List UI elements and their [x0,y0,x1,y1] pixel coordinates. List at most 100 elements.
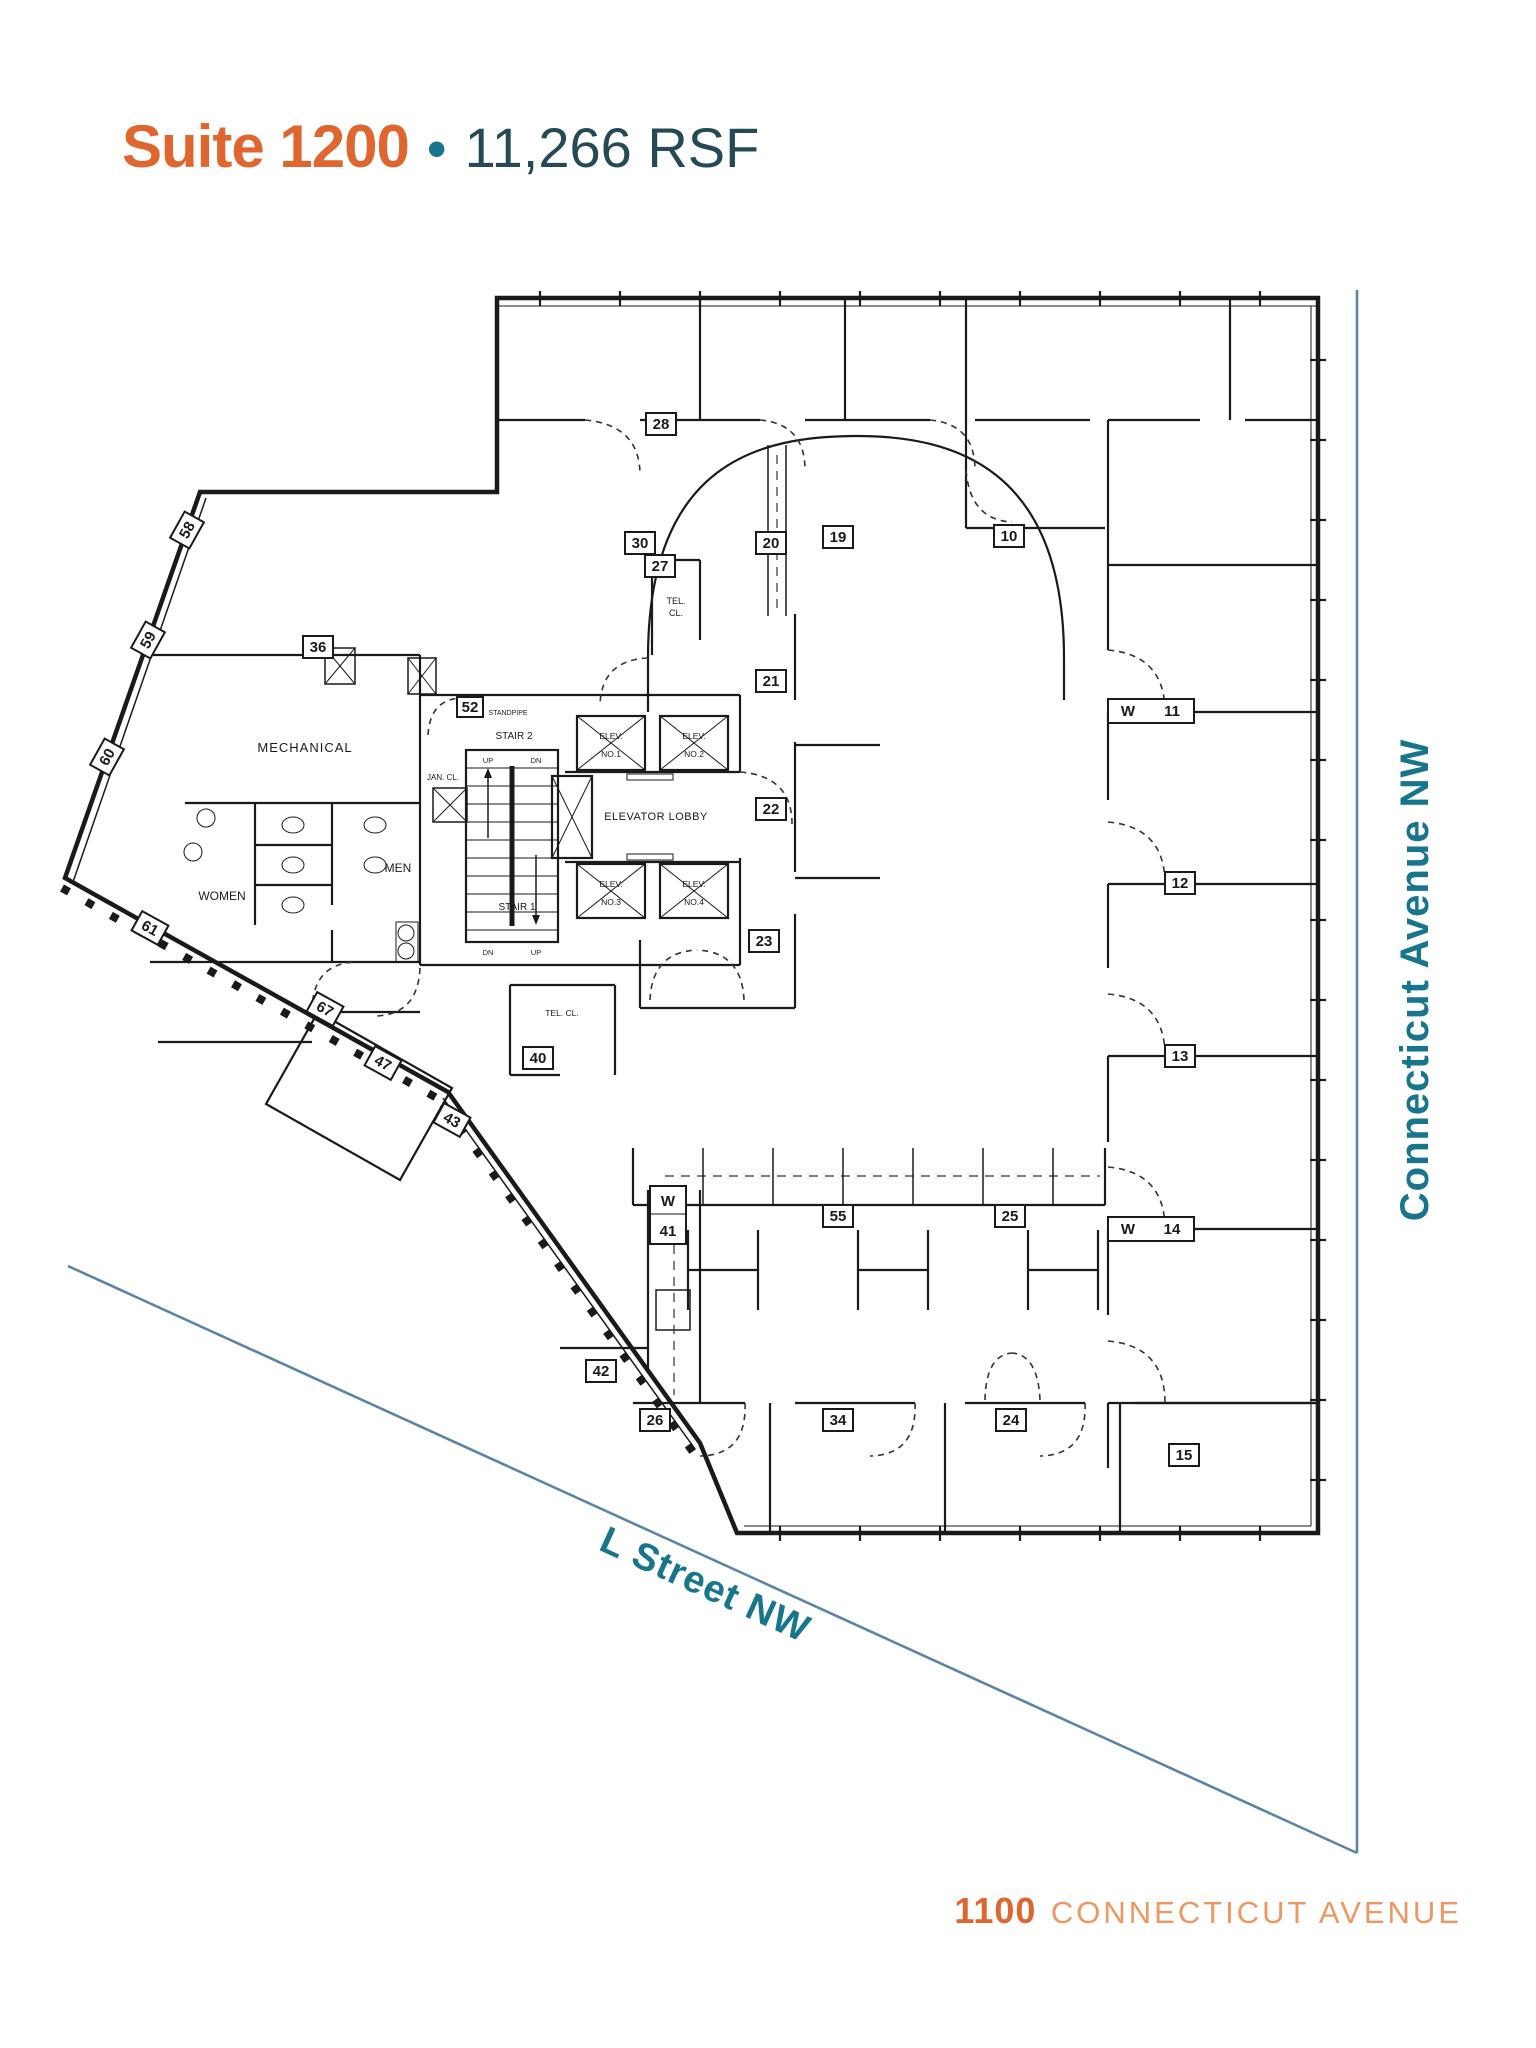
svg-text:20: 20 [763,535,780,552]
stair-dn-label: DN [483,948,494,957]
elevator-bank [575,714,730,920]
stair2-label: STAIR 2 [495,731,532,742]
svg-text:W: W [1121,703,1136,720]
area-rsf: 11,266 RSF [464,116,760,179]
svg-text:23: 23 [756,933,773,950]
l-street-label: L Street NW [594,1519,817,1651]
l-street-line [67,1264,1358,1855]
svg-text:52: 52 [462,699,479,716]
page-title: Suite 1200 • 11,266 RSF [122,112,759,181]
svg-text:60: 60 [96,746,119,769]
stairwell [464,748,560,944]
svg-text:10: 10 [1001,528,1018,545]
women-room-label: WOMEN [198,889,245,903]
room-number-tag: 58 [168,510,206,550]
svg-text:58: 58 [176,519,199,542]
room-number-tag: 26 [639,1408,671,1432]
room-number-tag: 42 [585,1359,617,1383]
svg-text:36: 36 [310,639,327,656]
connecticut-avenue-label: Connecticut Avenue NW [1393,739,1437,1222]
room-number-tag: 55 [822,1204,854,1228]
svg-text:12: 12 [1172,875,1189,892]
tel-closet-2-label: TEL. CL. [545,1008,579,1018]
svg-text:W: W [661,1193,676,1210]
address-number: 1100 [954,1890,1037,1931]
room-number-tag: 12 [1164,871,1196,895]
svg-text:NO.3: NO.3 [601,897,621,907]
svg-text:19: 19 [830,529,847,546]
curved-room-walls [646,434,1066,712]
room-number-tag: 10 [993,524,1025,548]
elevator-4-label: ELEV. [682,879,705,889]
stair-up-label: UP [483,756,493,765]
svg-text:11: 11 [1164,703,1180,720]
window-mullion-ticks [538,291,1326,1541]
room-number-tag: 13 [1164,1044,1196,1068]
room-number-tag: 59 [129,620,167,660]
address-street: CONNECTICUT AVENUE [1050,1895,1462,1930]
room-number-tag: 19 [822,525,854,549]
svg-text:26: 26 [647,1412,664,1429]
room-number-tag: 28 [645,412,677,436]
room-number-tag: W 14 [1107,1216,1195,1242]
tel-closet-label: CL. [669,608,683,618]
room-number-tag: 36 [302,635,334,659]
svg-text:61: 61 [138,917,161,940]
plan-labels: MECHANICAL WOMEN MEN JAN. CL. TEL. CL. T… [198,596,708,1018]
men-room-label: MEN [385,861,412,875]
room-number-tag: 30 [624,531,656,555]
svg-text:47: 47 [371,1052,394,1075]
svg-text:22: 22 [763,801,780,818]
room-number-tag: 21 [755,669,787,693]
room-number-tag: 34 [822,1408,854,1432]
elevator-lobby-label: ELEVATOR LOBBY [604,811,708,823]
room-number-tag: 67 [305,990,345,1028]
restroom-fixtures [183,808,419,963]
suite-title: Suite 1200 [122,113,410,180]
svg-text:W: W [1121,1221,1136,1238]
room-number-tag: W 11 [1107,698,1195,724]
door-swing-arcs [311,419,1166,1457]
svg-text:43: 43 [440,1109,463,1132]
room-number-tag: 43 [432,1101,472,1139]
svg-text:14: 14 [1164,1221,1181,1238]
mechanical-label: MECHANICAL [257,740,352,755]
workstation-cubicles [665,1148,1100,1395]
elevator-2-label: ELEV. [682,731,705,741]
svg-text:55: 55 [830,1208,847,1225]
janitor-closet-label: JAN. CL. [427,773,459,782]
room-number-tag: 24 [995,1408,1027,1432]
room-number-tag: 25 [994,1204,1026,1228]
room-number-tag: 22 [755,797,787,821]
svg-text:NO.4: NO.4 [684,897,704,907]
title-separator-dot: • [427,119,447,179]
room-number-tag: 47 [363,1044,403,1082]
svg-text:34: 34 [830,1412,847,1429]
building-address: 1100 CONNECTICUT AVENUE [954,1890,1462,1932]
stair1-label: STAIR 1 [498,902,535,913]
svg-text:42: 42 [593,1363,610,1380]
room-number-tag: W 41 [649,1185,687,1245]
room-number-tag: 61 [130,909,170,947]
svg-text:30: 30 [632,535,649,552]
svg-text:28: 28 [653,416,670,433]
elevator-1-label: ELEV. [599,731,622,741]
svg-text:59: 59 [137,629,160,652]
svg-text:24: 24 [1003,1412,1020,1429]
svg-text:NO.2: NO.2 [684,749,704,759]
room-number-tag: 40 [522,1046,554,1070]
room-number-tag: 27 [644,554,676,578]
room-number-tag: 20 [755,531,787,555]
svg-text:13: 13 [1172,1048,1189,1065]
interior-walls [145,298,1318,1533]
svg-text:41: 41 [660,1223,677,1240]
svg-text:25: 25 [1002,1208,1019,1225]
room-number-tag: 15 [1168,1443,1200,1467]
stair-dn-label: DN [531,756,542,765]
svg-text:40: 40 [530,1050,547,1067]
room-number-tag: 60 [88,737,126,777]
standpipe-label: STANDPIPE [488,710,527,717]
stair-up-label: UP [531,948,541,957]
